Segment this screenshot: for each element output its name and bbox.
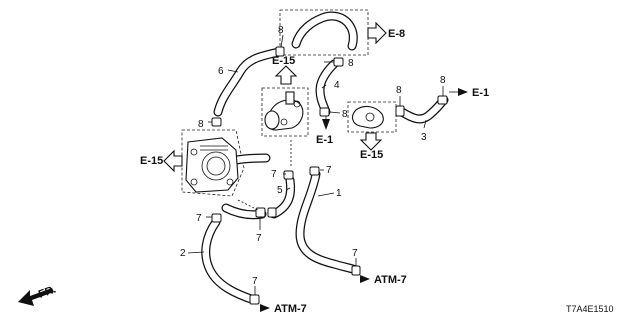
arrow-atm7-right bbox=[360, 275, 370, 283]
part-number-8: 8 bbox=[396, 85, 402, 96]
front-direction-label: FR. bbox=[37, 283, 58, 300]
arrow-e15-top bbox=[274, 65, 298, 85]
arrow-e1-mid bbox=[322, 119, 330, 130]
part-number-8: 8 bbox=[278, 25, 284, 36]
part-number-7: 7 bbox=[256, 233, 262, 244]
part-number-3: 3 bbox=[421, 132, 427, 143]
reference-atm7-right[interactable]: ATM-7 bbox=[374, 274, 407, 286]
arrow-atm7-bottom bbox=[260, 304, 270, 312]
part-number-7: 7 bbox=[352, 248, 358, 259]
part-number-7: 7 bbox=[252, 276, 258, 287]
front-direction-arrow bbox=[18, 288, 54, 306]
hose-4 bbox=[315, 59, 339, 117]
reference-e15-right[interactable]: E-15 bbox=[360, 149, 383, 161]
hose-1 bbox=[295, 169, 361, 275]
arrow-e15-left bbox=[163, 149, 183, 173]
reference-atm7-bottom[interactable]: ATM-7 bbox=[274, 303, 307, 315]
hose-top bbox=[291, 11, 358, 51]
hose-2 bbox=[201, 217, 259, 305]
thermostat-housing bbox=[264, 91, 304, 131]
hose-throttle-stub bbox=[231, 153, 271, 165]
part-number-5: 5 bbox=[277, 185, 283, 196]
clamps bbox=[211, 46, 448, 305]
group-box-right bbox=[347, 101, 397, 133]
group-box-thermostat bbox=[261, 87, 309, 137]
part-number-8: 8 bbox=[198, 119, 204, 130]
part-number-7: 7 bbox=[326, 165, 332, 176]
hose-6 bbox=[213, 47, 284, 117]
part-number-8: 8 bbox=[348, 58, 354, 69]
diagram-code: T7A4E1510 bbox=[566, 304, 614, 314]
part-number-1: 1 bbox=[336, 188, 342, 199]
reference-e8[interactable]: E-8 bbox=[388, 28, 405, 40]
part-number-6: 6 bbox=[218, 66, 224, 77]
throttle-body bbox=[185, 137, 239, 193]
reference-e1-mid[interactable]: E-1 bbox=[316, 134, 333, 146]
arrow-e15-right bbox=[359, 132, 383, 151]
leader-lines bbox=[187, 34, 444, 295]
part-number-7: 7 bbox=[271, 169, 277, 180]
part-number-2: 2 bbox=[180, 248, 186, 259]
reference-e1-right[interactable]: E-1 bbox=[472, 87, 489, 99]
part-number-7: 7 bbox=[196, 213, 202, 224]
part-number-8: 8 bbox=[440, 75, 446, 86]
part-number-4: 4 bbox=[334, 80, 340, 91]
group-box-throttle bbox=[181, 129, 245, 197]
hose-5 bbox=[269, 175, 296, 219]
arrow-e1-right bbox=[458, 88, 468, 96]
part-number-8: 8 bbox=[342, 109, 348, 120]
reference-e15-left[interactable]: E-15 bbox=[140, 155, 163, 167]
reference-e15-top[interactable]: E-15 bbox=[272, 55, 295, 67]
arrow-e8 bbox=[367, 21, 387, 45]
water-outlet bbox=[351, 105, 384, 129]
